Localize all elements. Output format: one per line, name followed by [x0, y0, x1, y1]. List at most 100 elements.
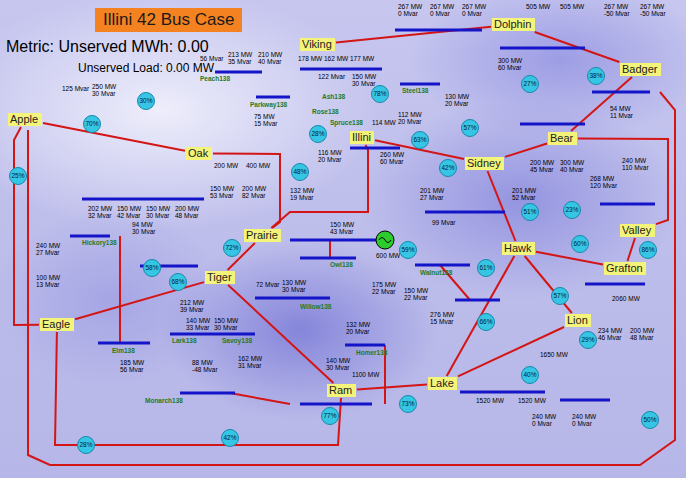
- load-value: 150 MW 53 Mvar: [210, 186, 238, 200]
- transmission-line: [271, 145, 368, 228]
- bus-bar: [290, 239, 376, 242]
- bus-name: Spruce138: [330, 120, 363, 127]
- load-value: 132 MW 19 Mvar: [290, 188, 318, 202]
- load-value: 175 MW 22 Mvar: [372, 282, 400, 296]
- load-value: 75 MW 15 Mvar: [254, 114, 282, 128]
- load-value: 260 MW 60 Mvar: [380, 152, 408, 166]
- bus-bar: [70, 235, 110, 238]
- flow-percent: 73%: [399, 395, 417, 413]
- load-value: 150 MW 22 Mvar: [404, 288, 432, 302]
- area-label: Badger: [620, 63, 661, 76]
- load-value: 132 MW 20 Mvar: [346, 322, 374, 336]
- load-value: 202 MW 32 Mvar: [88, 206, 116, 220]
- bus-bar: [215, 71, 262, 74]
- flow-percent: 42%: [221, 429, 239, 447]
- area-label: Tiger: [205, 271, 235, 284]
- load-value: 300 MW 40 Mvar: [560, 160, 588, 174]
- area-name: Lake: [430, 377, 454, 389]
- area-label: Lion: [565, 314, 591, 327]
- area-name: Oak: [188, 147, 208, 159]
- flow-percent: 66%: [477, 313, 495, 331]
- flow-percent: 28%: [77, 436, 95, 454]
- flow-percent: 51%: [521, 203, 539, 221]
- area-label: Sidney: [465, 157, 504, 170]
- bus-bar: [180, 392, 235, 395]
- area-label: Lake: [428, 377, 457, 390]
- load-value: 122 Mvar: [318, 74, 346, 81]
- load-value: 234 MW 46 Mvar: [598, 328, 626, 342]
- flow-percent: 72%: [223, 239, 241, 257]
- flow-percent: 58%: [143, 259, 161, 277]
- transmission-line: [329, 240, 331, 258]
- transmission-line: [119, 236, 121, 343]
- bus-bar: [98, 342, 150, 345]
- transmission-line: [55, 332, 341, 445]
- bus-name: Homer138: [356, 350, 387, 357]
- load-value: 276 MW 15 Mvar: [430, 312, 458, 326]
- load-value: 1520 MW: [518, 398, 546, 405]
- transmission-line: [336, 27, 491, 43]
- load-value: 116 MW 20 Mvar: [318, 150, 346, 164]
- area-name: Lion: [567, 314, 588, 326]
- area-label: Viking: [300, 38, 335, 51]
- bus-bar: [425, 211, 505, 214]
- flow-percent: 61%: [477, 259, 495, 277]
- area-name: Apple: [10, 113, 38, 125]
- load-value: 112 MW 20 Mvar: [398, 112, 426, 126]
- flow-percent: 86%: [639, 241, 657, 259]
- load-value: 240 MW 110 Mvar: [622, 158, 650, 172]
- area-name: Illini: [352, 131, 371, 143]
- transmission-line: [578, 139, 668, 225]
- load-value: 268 MW 120 Mvar: [590, 176, 618, 190]
- load-value: 162 MW: [324, 56, 352, 63]
- area-name: Viking: [302, 38, 332, 50]
- bus-name: Elm138: [112, 348, 135, 355]
- load-value: 150 MW 30 Mvar: [146, 206, 174, 220]
- load-value: 200 MW 48 Mvar: [630, 328, 658, 342]
- area-label: Bear: [548, 132, 577, 145]
- generator-symbol: [379, 238, 391, 243]
- load-value: 213 MW 35 Mvar: [228, 52, 256, 66]
- load-value: 1650 MW: [540, 352, 568, 359]
- area-name: Sidney: [467, 157, 501, 169]
- transmission-line: [628, 238, 636, 261]
- load-value: 267 MW -50 Mvar: [640, 4, 668, 18]
- flow-percent: 70%: [83, 115, 101, 133]
- transmission-line: [357, 385, 427, 390]
- generator-symbol: [376, 231, 394, 249]
- bus-bar: [82, 198, 204, 201]
- bus-bar: [520, 123, 585, 126]
- bus-bar: [350, 147, 400, 150]
- bus-name: Ash138: [322, 94, 345, 101]
- flow-percent: 59%: [399, 241, 417, 259]
- load-value: 240 MW 0 Mvar: [572, 414, 600, 428]
- area-name: Tiger: [207, 271, 232, 283]
- transmission-line: [230, 393, 290, 404]
- bus-name: Parkway138: [250, 102, 287, 109]
- bus-bar: [300, 68, 382, 71]
- flow-percent: 23%: [563, 201, 581, 219]
- area-name: Dolphin: [494, 18, 531, 30]
- flow-percent: 38%: [587, 67, 605, 85]
- bus-bar: [395, 29, 482, 32]
- load-value: 100 MW 13 Mvar: [36, 275, 64, 289]
- bus-bar: [415, 264, 470, 267]
- area-name: Grafton: [606, 262, 643, 274]
- bus-bar: [400, 83, 440, 86]
- area-name: Ram: [329, 384, 352, 396]
- bus-bar: [256, 96, 290, 99]
- title-banner: Illini 42 Bus Case: [95, 8, 242, 32]
- load-value: 130 MW 30 Mvar: [282, 280, 310, 294]
- bus-bar: [300, 257, 356, 260]
- load-value: 56 Mvar: [200, 56, 228, 63]
- flow-percent: 77%: [321, 407, 339, 425]
- area-name: Bear: [550, 132, 573, 144]
- area-label: Hawk: [502, 242, 535, 255]
- load-value: 240 MW 0 Mvar: [532, 414, 560, 428]
- flow-percent: 57%: [461, 119, 479, 137]
- load-value: 201 MW 27 Mvar: [420, 188, 448, 202]
- bus-bar: [500, 47, 585, 50]
- bus-name: Hickory138: [82, 240, 117, 247]
- area-name: Prairie: [246, 229, 278, 241]
- area-name: Valley: [622, 224, 651, 236]
